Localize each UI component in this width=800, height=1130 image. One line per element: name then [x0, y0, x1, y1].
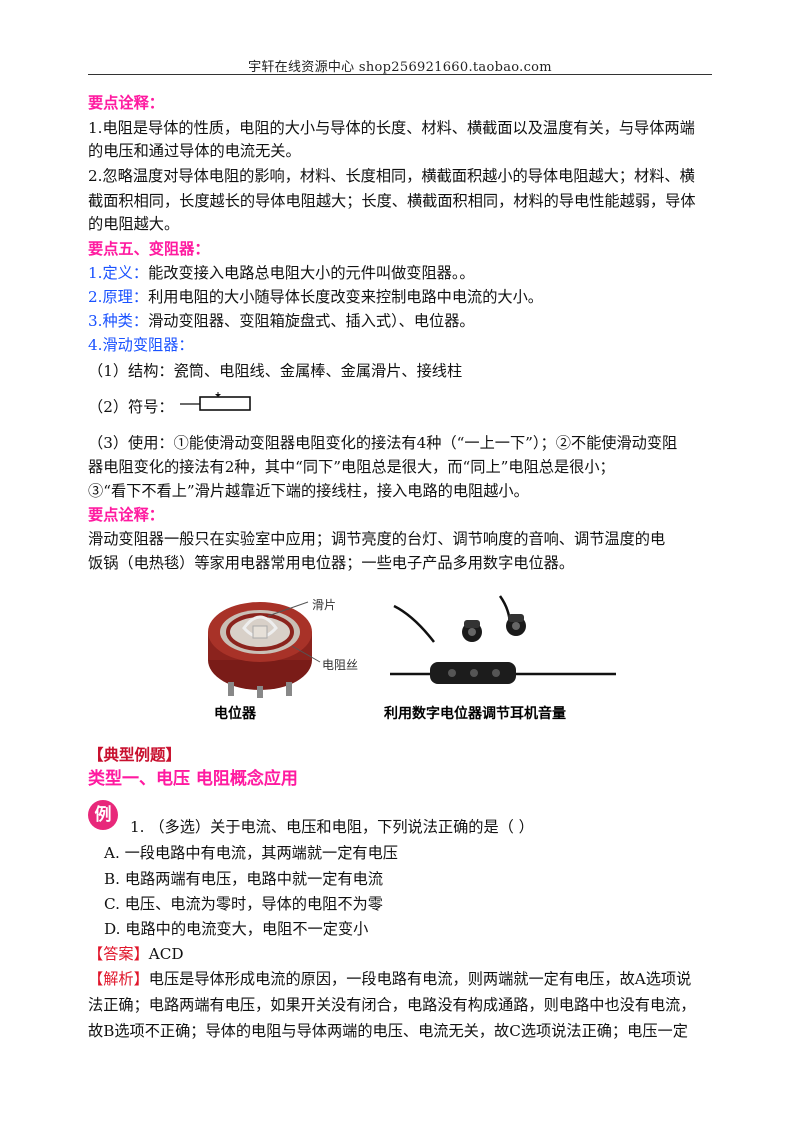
- header-divider: [88, 74, 712, 75]
- answer-line: 【答案】ACD: [88, 943, 712, 965]
- text-line: 1.电阻是导体的性质，电阻的大小与导体的长度、材料、横截面以及温度有关，与导体两…: [88, 117, 712, 139]
- analysis-tag: 【解析】: [88, 970, 149, 988]
- text-line: 1.定义：能改变接入电路总电阻大小的元件叫做变阻器。。: [88, 262, 712, 284]
- text-line: 3.种类：滑动变阻器、变阻箱旋盘式、插入式）、电位器。: [88, 310, 712, 332]
- option-c: C. 电压、电流为零时，导体的电阻不为零: [104, 895, 383, 913]
- text-line: （1）结构：瓷筒、电阻线、金属棒、金属滑片、接线柱: [88, 360, 712, 382]
- text-line: （2）符号：: [88, 396, 712, 418]
- example-badge: 例: [88, 800, 118, 830]
- text-run: 利用电阻的大小随导体长度改变来控制电路中电流的大小。: [148, 288, 543, 306]
- text-run: 器电阻变化的接法有2种，其中“同下”电阻总是很大，而“同上”电阻总是很小；: [88, 458, 615, 476]
- text-run: 能改变接入电路总电阻大小的元件叫做变阻器。。: [148, 264, 475, 282]
- analysis-line-2: 法正确；电路两端有电压，如果开关没有闭合，电路没有构成通路，则电路中也没有电流，: [88, 996, 696, 1014]
- type-title: 类型一、电压 电阻概念应用: [88, 769, 298, 789]
- text-run: （2）符号：: [88, 398, 174, 416]
- text-run: 要点五、变阻器：: [88, 240, 210, 258]
- text-run: 截面积相同，长度越长的导体电阻越大；长度、横截面积相同，材料的导电性能越弱，导体: [88, 192, 696, 210]
- text-line: 的电压和通过导体的电流无关。: [88, 140, 712, 162]
- option-b: B. 电路两端有电压，电路中就一定有电流: [104, 870, 384, 888]
- text-run: 1.定义：: [88, 264, 149, 282]
- text-run: 4.滑动变阻器：: [88, 336, 194, 354]
- text-line: 滑动变阻器一般只在实验室中应用；调节亮度的台灯、调节响度的音响、调节温度的电: [88, 528, 712, 550]
- text-run: 要点诠释：: [88, 506, 164, 524]
- text-line: 要点诠释：: [88, 92, 712, 114]
- question: 1. （多选）关于电流、电压和电阻，下列说法正确的是（ ）: [130, 818, 534, 836]
- text-line: 4.滑动变阻器：: [88, 334, 712, 356]
- text-run: 1.电阻是导体的性质，电阻的大小与导体的长度、材料、横截面以及温度有关，与导体两…: [88, 119, 695, 137]
- text-run: 饭锅（电热毯）等家用电器常用电位器；一些电子产品多用数字电位器。: [88, 554, 574, 572]
- page-header: 宇轩在线资源中心 shop256921660.taobao.com: [248, 60, 552, 75]
- analysis-line-3: 故B选项不正确；导体的电阻与导体两端的电压、电流无关，故C选项说法正确；电压一定: [88, 1022, 688, 1040]
- text-line: ③“看下不看上”滑片越靠近下端的接线柱，接入电路的电阻越小。: [88, 480, 712, 502]
- text-run: 滑动变阻器一般只在实验室中应用；调节亮度的台灯、调节响度的音响、调节温度的电: [88, 530, 666, 548]
- text-run: 要点诠释：: [88, 94, 164, 112]
- example-badge-text: 例: [94, 805, 112, 825]
- text-line: （3）使用：①能使滑动变阻器电阻变化的接法有4种（“一上一下”）；②不能使滑动变…: [88, 432, 712, 454]
- text-run: 3.种类：: [88, 312, 149, 330]
- caption-potentiometer: 电位器: [214, 706, 256, 722]
- text-line: 要点诠释：: [88, 504, 712, 526]
- text-run: ③“看下不看上”滑片越靠近下端的接线柱，接入电路的电阻越小。: [88, 482, 529, 500]
- text-run: （3）使用：①能使滑动变阻器电阻变化的接法有4种（“一上一下”）；②不能使滑动变…: [88, 434, 678, 452]
- text-line: 截面积相同，长度越长的导体电阻越大；长度、横截面积相同，材料的导电性能越弱，导体: [88, 190, 712, 212]
- text-run: 的电阻越大。: [88, 215, 180, 233]
- text-line: 饭锅（电热毯）等家用电器常用电位器；一些电子产品多用数字电位器。: [88, 552, 712, 574]
- potentiometer-image: [208, 601, 321, 698]
- section-heading: 【典型例题】: [88, 745, 182, 764]
- text-line: 2.原理：利用电阻的大小随导体长度改变来控制电路中电流的大小。: [88, 286, 712, 308]
- analysis-line-1: 【解析】电压是导体形成电流的原因，一段电路有电流，则两端就一定有电压，故A选项说: [88, 968, 712, 990]
- analysis-text-1: 电压是导体形成电流的原因，一段电路有电流，则两端就一定有电压，故A选项说: [148, 970, 692, 988]
- text-line: 2.忽略温度对导体电阻的影响，材料、长度相同，横截面积越小的导体电阻越大；材料、…: [88, 165, 712, 187]
- text-run: 滑动变阻器、变阻箱旋盘式、插入式）、电位器。: [148, 312, 475, 330]
- option-a: A. 一段电路中有电流，其两端就一定有电压: [104, 844, 398, 862]
- text-run: 2.原理：: [88, 288, 149, 306]
- text-line: 的电阻越大。: [88, 213, 712, 235]
- text-run: （1）结构：瓷筒、电阻线、金属棒、金属滑片、接线柱: [88, 362, 463, 380]
- text-run: 2.忽略温度对导体电阻的影响，材料、长度相同，横截面积越小的导体电阻越大；材料、…: [88, 167, 695, 185]
- answer-value: ACD: [148, 945, 184, 963]
- text-line: 器电阻变化的接法有2种，其中“同下”电阻总是很大，而“同上”电阻总是很小；: [88, 456, 712, 478]
- label-resistance-wire: 电阻丝: [322, 658, 359, 672]
- text-run: 的电压和通过导体的电流无关。: [88, 142, 301, 160]
- rheostat-symbol: [180, 392, 251, 411]
- label-slider: 滑片: [312, 598, 337, 612]
- caption-earphones: 利用数字电位器调节耳机音量: [384, 706, 566, 722]
- text-line: 要点五、变阻器：: [88, 238, 712, 260]
- option-d: D. 电路中的电流变大，电阻不一定变小: [104, 920, 369, 938]
- answer-tag: 【答案】: [88, 945, 149, 963]
- earphones-image: [390, 595, 616, 684]
